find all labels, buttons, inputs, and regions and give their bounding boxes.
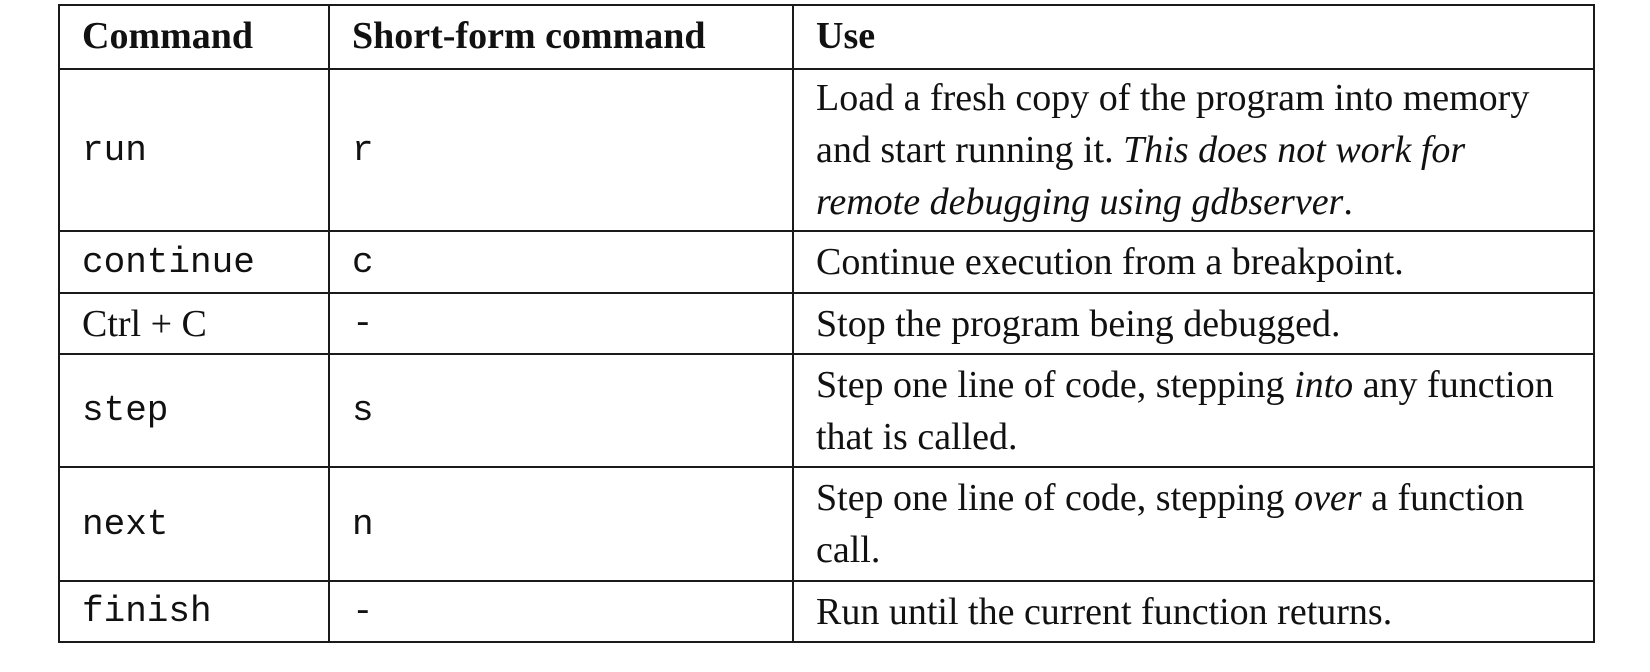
table-row: run r Load a fresh copy of the program i… (58, 68, 1595, 232)
command-cell: step (58, 353, 330, 468)
use-cell: Continue execution from a breakpoint. (792, 230, 1595, 294)
use-cell: Step one line of code, stepping into any… (792, 353, 1595, 468)
use-text: Load a fresh copy of the program into me… (816, 77, 1530, 171)
use-text-tail: . (1343, 181, 1353, 223)
use-text: Step one line of code, stepping (816, 363, 1295, 406)
short-form-cell: - (328, 292, 794, 355)
table-row: continue c Continue execution from a bre… (58, 230, 1595, 294)
command-cell: run (58, 68, 330, 232)
use-cell: Load a fresh copy of the program into me… (792, 68, 1595, 232)
short-form-cell: r (328, 68, 794, 232)
table-row: next n Step one line of code, stepping o… (58, 466, 1595, 582)
use-cell: Run until the current function returns. (792, 580, 1595, 643)
command-cell: Ctrl + C (58, 292, 330, 355)
header-row: Command Short-form command Use (58, 4, 1595, 70)
use-cell: Step one line of code, stepping over a f… (792, 466, 1595, 582)
use-text: Step one line of code, stepping (816, 477, 1295, 519)
use-note-italic: This does not work for remote debugging … (816, 129, 1466, 223)
command-cell: next (58, 466, 330, 582)
table-row: step s Step one line of code, stepping i… (58, 353, 1595, 468)
header-use: Use (792, 4, 1595, 70)
short-form-cell: - (328, 580, 794, 643)
command-cell: continue (58, 230, 330, 294)
use-cell: Stop the program being debugged. (792, 292, 1595, 355)
table-row: finish - Run until the current function … (58, 580, 1595, 643)
command-cell: finish (58, 580, 330, 643)
short-form-cell: c (328, 230, 794, 294)
use-text-tail: any function that is called. (816, 363, 1554, 458)
table-row: Ctrl + C - Stop the program being debugg… (58, 292, 1595, 355)
use-emphasis: over (1294, 477, 1362, 519)
short-form-cell: n (328, 466, 794, 582)
use-text-tail: a function call. (816, 477, 1525, 571)
gdb-commands-table: Command Short-form command Use run r Loa… (58, 4, 1595, 643)
short-form-cell: s (328, 353, 794, 468)
use-emphasis: into (1294, 363, 1354, 406)
header-short-form-command: Short-form command (328, 4, 794, 70)
header-command: Command (58, 4, 330, 70)
